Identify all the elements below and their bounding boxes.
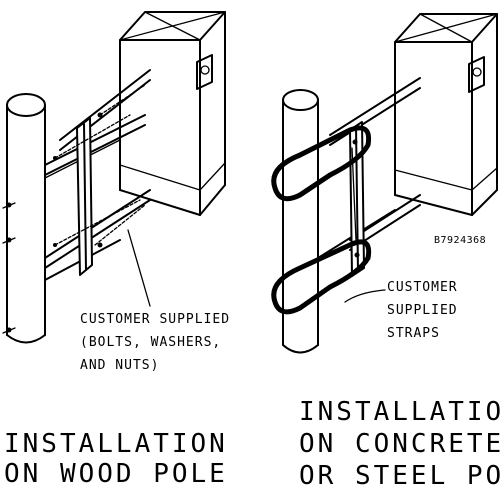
steel-caption-line-2: ON CONCRETE xyxy=(299,429,500,459)
wood-pole-caption: INSTALLATION ON WOOD POLE xyxy=(4,429,247,489)
bolts-note-line-2: (BOLTS, WASHERS, xyxy=(80,335,221,350)
straps-leader-line xyxy=(344,289,386,303)
steel-caption-line-3: OR STEEL POLE xyxy=(299,461,500,491)
straps-note-line-2: SUPPLIED xyxy=(387,303,458,318)
wood-pole-installation: CUSTOMER SUPPLIED (BOLTS, WASHERS, AND N… xyxy=(2,11,247,489)
enclosure-box-right xyxy=(394,13,498,216)
bolts-note-line-3: AND NUTS) xyxy=(80,358,159,373)
straps-note: CUSTOMER SUPPLIED STRAPS xyxy=(387,280,466,341)
bolts xyxy=(53,84,146,248)
wood-caption-line-1: INSTALLATION xyxy=(4,429,228,459)
bolt-ends xyxy=(2,202,16,334)
wood-caption-line-2: ON WOOD POLE xyxy=(4,459,228,489)
straps-note-line-1: CUSTOMER xyxy=(387,280,458,295)
bolts-note-line-1: CUSTOMER SUPPLIED xyxy=(80,312,230,327)
enclosure-box xyxy=(119,11,226,216)
drawing-code: B7924368 xyxy=(434,235,486,246)
concrete-steel-pole xyxy=(282,89,319,354)
steel-pole-installation: B7924368 CUSTOMER SUPPLIED STRAPS INSTAL… xyxy=(271,13,500,491)
bolts-leader-line xyxy=(127,229,151,307)
wood-pole xyxy=(6,93,46,344)
steel-pole-caption: INSTALLATION ON CONCRETE OR STEEL POLE xyxy=(299,397,500,491)
steel-caption-line-1: INSTALLATION xyxy=(299,397,500,427)
mounting-bracket xyxy=(44,69,151,281)
mounting-rails-right xyxy=(317,77,421,277)
customer-straps xyxy=(271,125,372,315)
bolts-note: CUSTOMER SUPPLIED (BOLTS, WASHERS, AND N… xyxy=(80,312,239,373)
straps-note-line-3: STRAPS xyxy=(387,326,440,341)
